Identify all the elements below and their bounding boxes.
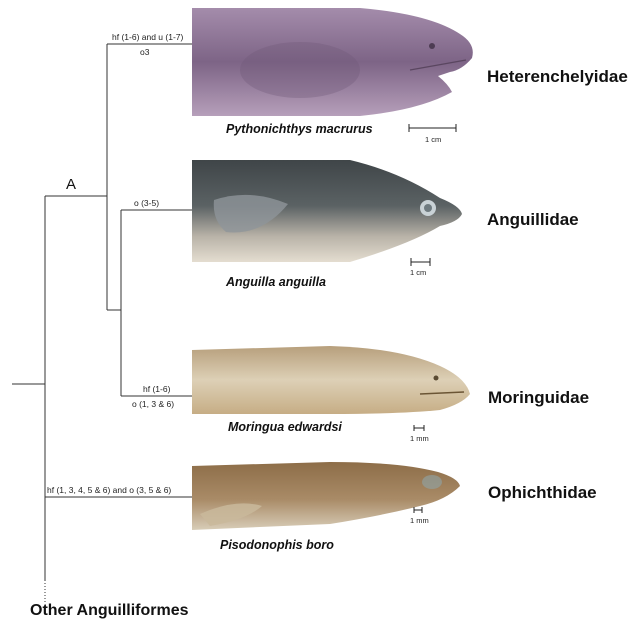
scale-label: 1 mm	[410, 434, 429, 443]
specimen-photo-moringua	[192, 346, 470, 414]
taxon-heterenchelyidae: hf (1-6) and u (1-7) o3 Pythonichthys ma…	[112, 8, 628, 144]
species-name: Moringua edwardsi	[228, 420, 342, 434]
scale-bar: 1 mm	[410, 425, 429, 443]
species-name: Anguilla anguilla	[225, 275, 326, 289]
character-label: hf (1, 3, 4, 5 & 6) and o (3, 5 & 6)	[47, 485, 171, 495]
scale-label: 1 cm	[410, 268, 426, 277]
family-name: Moringuidae	[488, 388, 589, 407]
scale-bar: 1 mm	[410, 507, 429, 525]
specimen-photo-pythonichthys	[192, 8, 473, 116]
taxon-moringuidae: hf (1-6) o (1, 3 & 6) Moringua edwardsi …	[132, 346, 589, 443]
scale-bar: 1 cm	[410, 258, 430, 277]
family-name: Heterenchelyidae	[487, 67, 628, 86]
character-label: hf (1-6) and u (1-7)	[112, 32, 184, 42]
character-label: hf (1-6)	[143, 384, 171, 394]
tree-branches	[12, 44, 192, 602]
species-name: Pisodonophis boro	[220, 538, 334, 552]
taxon-anguillidae: o (3-5) Anguilla anguilla 1 cm Anguillid…	[134, 160, 579, 289]
character-label: o (3-5)	[134, 198, 159, 208]
specimen-photo-anguilla	[192, 160, 462, 262]
family-name: Ophichthidae	[488, 483, 597, 502]
species-name: Pythonichthys macrurus	[226, 122, 373, 136]
taxon-ophichthidae: hf (1, 3, 4, 5 & 6) and o (3, 5 & 6) Pis…	[47, 462, 597, 552]
family-name: Anguillidae	[487, 210, 579, 229]
scale-label: 1 cm	[425, 135, 441, 144]
scale-label: 1 mm	[410, 516, 429, 525]
character-label: o3	[140, 47, 150, 57]
scale-bar: 1 cm	[409, 124, 456, 144]
character-label: o (1, 3 & 6)	[132, 399, 174, 409]
outgroup-label: Other Anguilliformes	[30, 602, 189, 619]
node-label-a: A	[66, 176, 76, 193]
